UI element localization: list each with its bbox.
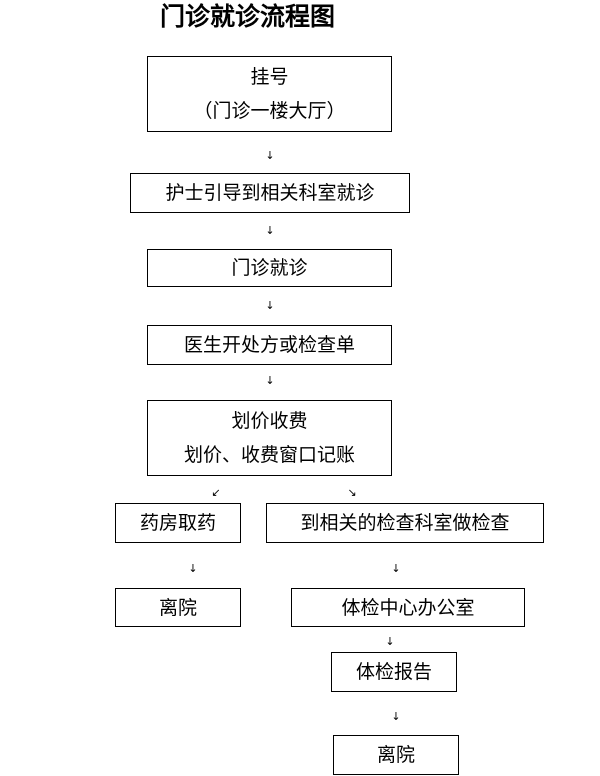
- arrow-down-2: ↓: [265, 224, 275, 237]
- step-exam-report: 体检报告: [331, 652, 457, 692]
- arrow-down-6: ↓: [391, 710, 401, 723]
- step-exam-department: 到相关的检查科室做检查: [266, 503, 544, 543]
- arrow-down-1: ↓: [265, 149, 275, 162]
- step-nurse-guide: 护士引导到相关科室就诊: [130, 173, 410, 213]
- step-leave-right: 离院: [333, 735, 459, 775]
- step-leave-left: 离院: [115, 588, 241, 627]
- step-prescription: 医生开处方或检查单: [147, 325, 392, 365]
- step-pharmacy: 药房取药: [115, 503, 241, 543]
- arrow-down-left-2: ↓: [188, 562, 198, 575]
- arrow-down-left: ↙: [211, 486, 221, 499]
- step-exam-center: 体检中心办公室: [291, 588, 525, 627]
- arrow-down-right-2: ↓: [391, 562, 401, 575]
- arrow-down-3: ↓: [265, 299, 275, 312]
- arrow-down-4: ↓: [265, 374, 275, 387]
- step-billing-window: 划价、收费窗口记账: [183, 444, 355, 466]
- step-register-location: （门诊一楼大厅）: [193, 100, 346, 122]
- diagram-title: 门诊就诊流程图: [160, 2, 336, 31]
- step-outpatient-visit: 门诊就诊: [147, 249, 392, 287]
- arrow-down-5: ↓: [385, 635, 395, 648]
- step-billing: 划价收费 划价、收费窗口记账: [147, 400, 392, 476]
- step-billing-label: 划价收费: [231, 410, 308, 432]
- step-register: 挂号 （门诊一楼大厅）: [147, 56, 392, 132]
- step-register-label: 挂号: [250, 66, 289, 88]
- arrow-down-right: ↘: [347, 486, 357, 499]
